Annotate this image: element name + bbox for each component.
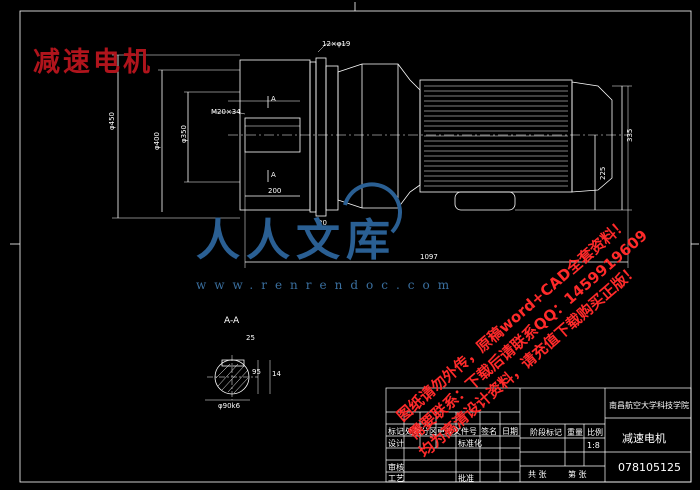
bolt-leader xyxy=(317,43,346,53)
label-section-a-bottom: A xyxy=(271,171,276,179)
tb-design: 设计 xyxy=(388,439,404,448)
flange-plate xyxy=(309,61,317,213)
tb-standard: 标准化 xyxy=(458,439,482,448)
label-bolts: 12×φ19 xyxy=(322,40,351,48)
thread-leader xyxy=(212,111,246,115)
drawing-title: 减速电机 xyxy=(33,47,153,78)
flange-ring xyxy=(325,65,339,211)
dim-label-shaft: 200 xyxy=(268,187,282,195)
tb-review: 审核 xyxy=(388,463,404,472)
section-hatch xyxy=(215,363,249,394)
tb-drawing-no: 078105125 xyxy=(618,461,681,474)
dim-label-225: 225 xyxy=(599,166,607,180)
tb-part-name: 减速电机 xyxy=(622,432,666,445)
output-shaft xyxy=(244,117,301,153)
dim-label-total: 1097 xyxy=(420,253,438,261)
tb-stage: 阶段标记 xyxy=(530,428,562,437)
tb-process: 工艺 xyxy=(388,474,404,483)
dim-label-335: 335 xyxy=(626,128,634,142)
sheet-border xyxy=(19,10,692,483)
title-block-frame xyxy=(385,387,692,483)
tb-count: 处数 xyxy=(405,427,421,436)
watermark-url: www.renrendoc.com xyxy=(196,278,458,292)
watermark-logo-text: 人人文库 xyxy=(196,215,396,266)
tb-zone: 分区 xyxy=(421,427,437,436)
tb-scale: 1:8 xyxy=(587,441,600,450)
section-title: A-A xyxy=(224,316,240,326)
motor-end-cap xyxy=(571,81,613,193)
dim-label-flange: 20 xyxy=(318,219,327,227)
label-thread: M20×34 xyxy=(211,108,241,116)
tb-ratio: 比例 xyxy=(587,428,603,437)
flange-disc xyxy=(315,57,327,217)
motor-cooling-fins xyxy=(424,85,568,187)
tb-school: 南昌航空大学科技学院 xyxy=(609,401,689,410)
tb-sheet: 第 张 xyxy=(568,470,587,479)
dim-label-d400: φ400 xyxy=(153,132,161,150)
motor-foot xyxy=(454,191,516,211)
section-dim-width: 25 xyxy=(246,334,255,342)
dim-label-d350: φ350 xyxy=(180,125,188,143)
tb-mark: 标记 xyxy=(388,427,404,436)
tb-sign: 签名 xyxy=(481,427,497,436)
tb-total: 共 张 xyxy=(528,470,547,479)
tb-approve: 批准 xyxy=(458,474,474,483)
watermark-logo-mark xyxy=(343,182,402,234)
section-dim-dia-label: φ90k6 xyxy=(218,402,241,410)
tb-date: 日期 xyxy=(502,427,518,436)
tb-change-doc: 更改文件号 xyxy=(437,427,477,436)
dim-label-d450: φ450 xyxy=(108,112,116,130)
section-dim-key-label: 14 xyxy=(272,370,281,378)
section-keyway xyxy=(221,359,245,367)
section-dim-height-label: 95 xyxy=(252,368,261,376)
label-section-a-top: A xyxy=(271,95,276,103)
tb-weight: 重量 xyxy=(567,428,583,437)
